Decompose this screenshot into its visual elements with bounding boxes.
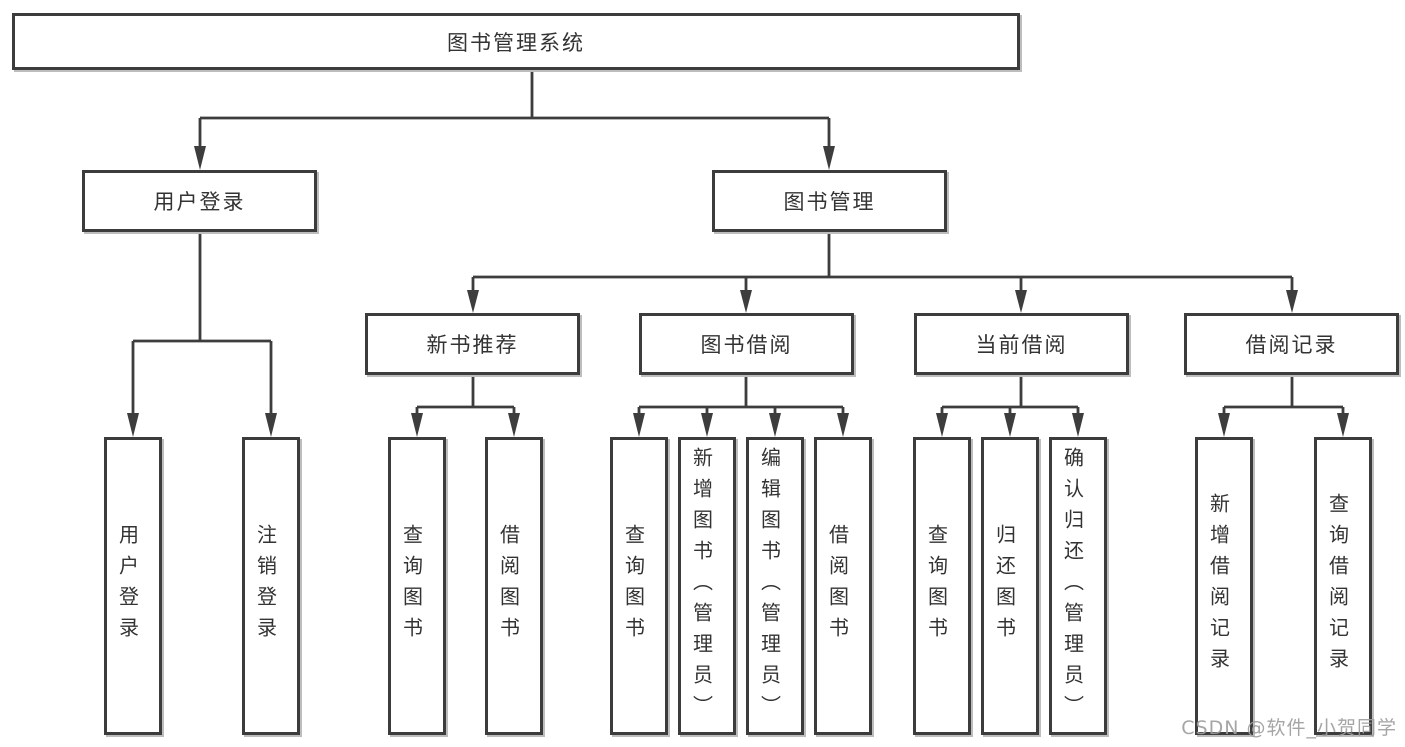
leaf-logout-label: 注销登录 [253, 524, 278, 648]
leaf-edit-book-admin: 编辑图书（管理员） [746, 437, 804, 735]
node-book-borrowing: 图书借阅 [639, 313, 854, 375]
leaf-add-borrow-record: 新增借阅记录 [1195, 437, 1253, 735]
node-library-system: 图书管理系统 [12, 13, 1020, 70]
leaf-query-borrow-record: 查询借阅记录 [1314, 437, 1372, 735]
node-current-borrowing: 当前借阅 [914, 313, 1129, 375]
node-borrowing-records-label: 借阅记录 [1245, 333, 1338, 357]
node-book-borrowing-label: 图书借阅 [700, 333, 793, 357]
leaf-borrow-books-borrowing-label: 借阅图书 [825, 524, 850, 648]
leaf-query-books-borrowing-label: 查询图书 [621, 524, 646, 648]
leaf-logout: 注销登录 [242, 437, 300, 735]
leaf-borrow-books-borrowing: 借阅图书 [814, 437, 872, 735]
leaf-add-borrow-record-label: 新增借阅记录 [1206, 493, 1231, 679]
leaf-confirm-return-admin-label: 确认归还（管理员） [1060, 446, 1085, 726]
node-new-book-recommendation-label: 新书推荐 [426, 333, 519, 357]
leaf-query-books-borrowing: 查询图书 [610, 437, 668, 735]
leaf-borrow-books-recommend-label: 借阅图书 [496, 524, 521, 648]
leaf-edit-book-admin-label: 编辑图书（管理员） [757, 446, 782, 726]
node-borrowing-records: 借阅记录 [1184, 313, 1399, 375]
leaf-user-login: 用户登录 [104, 437, 162, 735]
node-new-book-recommendation: 新书推荐 [365, 313, 580, 375]
leaf-user-login-label: 用户登录 [115, 524, 140, 648]
leaf-add-book-admin: 新增图书（管理员） [678, 437, 736, 735]
leaf-query-books-current: 查询图书 [913, 437, 971, 735]
node-user-login-label: 用户登录 [153, 190, 246, 214]
leaf-add-book-admin-label: 新增图书（管理员） [689, 446, 714, 726]
leaf-query-books-recommend: 查询图书 [388, 437, 446, 735]
node-book-management: 图书管理 [712, 170, 947, 232]
leaf-query-books-current-label: 查询图书 [924, 524, 949, 648]
node-current-borrowing-label: 当前借阅 [975, 333, 1068, 357]
leaf-confirm-return-admin: 确认归还（管理员） [1049, 437, 1107, 735]
leaf-borrow-books-recommend: 借阅图书 [485, 437, 543, 735]
leaf-query-borrow-record-label: 查询借阅记录 [1325, 493, 1350, 679]
leaf-query-books-recommend-label: 查询图书 [399, 524, 424, 648]
node-library-system-label: 图书管理系统 [447, 30, 585, 55]
node-user-login: 用户登录 [82, 170, 317, 232]
watermark: CSDN @软件_小贺同学 [1181, 717, 1397, 739]
leaf-return-books-label: 归还图书 [992, 524, 1017, 648]
leaf-return-books: 归还图书 [981, 437, 1039, 735]
node-book-management-label: 图书管理 [783, 190, 876, 214]
